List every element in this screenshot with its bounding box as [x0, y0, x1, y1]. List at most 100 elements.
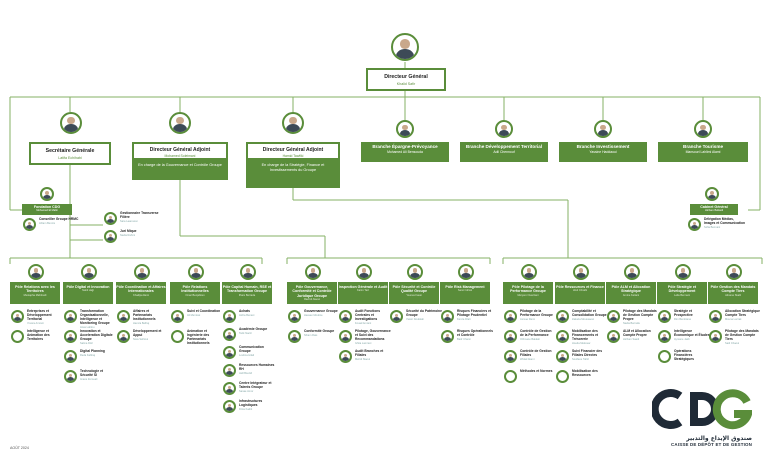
pole-avatar: [675, 264, 691, 280]
pole-avatar: [726, 264, 742, 280]
person-avatar: [288, 310, 301, 323]
cabinet-avatar: [705, 187, 719, 201]
pole-avatar: [305, 264, 321, 280]
sub-item-name: Zakaria Moussaoui: [572, 317, 594, 321]
pole-title: Pôle Relations avec les Territoires: [15, 285, 55, 294]
sub-item-name: Jalil Bouzid: [239, 371, 253, 375]
sub-item-title: Mobilisation des Financements et Trésore…: [572, 329, 599, 341]
sub-item-name: Othmane Bakkali: [520, 337, 540, 341]
sub-item-title: Centre Intégrateur et Talents Groupe: [239, 381, 272, 389]
pole-box[interactable]: Pôle Coordination et Affaires Internatio…: [116, 282, 166, 304]
pole-box[interactable]: Pôle Sécurité et Contrôle Qualité Groupe…: [389, 282, 439, 304]
person-avatar: [709, 310, 722, 323]
cabinet-box[interactable]: Cabinet Général Hicham Belkadi: [690, 204, 738, 215]
person-avatar: [390, 310, 403, 323]
sub-item-title: Pilotage des Mandats de Gestion Compte P…: [623, 309, 657, 321]
sub-item-name: Tarik Naciri: [239, 331, 252, 335]
pole-title: Pôle Sécurité et Contrôle Qualité Groupe: [392, 285, 436, 294]
person-avatar: [504, 310, 517, 323]
person-title: Juri Mique: [120, 229, 137, 233]
sub-item-name: Reda Kabbaj: [80, 353, 95, 357]
sub-item-title: Pilotage, Gouvernance et Suivi des Recom…: [355, 329, 391, 341]
person-avatar: [339, 310, 352, 323]
sub-item-title: Suivi et Coordination: [187, 309, 221, 313]
empty-avatar-icon: [504, 370, 517, 383]
dga1-box[interactable]: Directeur Général Adjoint Mohamed Soleim…: [132, 142, 228, 160]
branch-epargne[interactable]: Branche Épargne-Prévoyance Mohamed Ali B…: [361, 142, 449, 162]
empty-avatar-icon: [556, 370, 569, 383]
person-avatar: [223, 400, 236, 413]
person-avatar: [556, 330, 569, 343]
dga2-scope: En charge de la Stratégie, Finance et In…: [246, 160, 340, 188]
pole-avatar: [28, 264, 44, 280]
sub-item-name: Kenza Filali: [457, 317, 471, 321]
dga1-name: Mohamed Soleimani: [164, 154, 196, 158]
person-avatar: [223, 346, 236, 359]
person-avatar: [556, 310, 569, 323]
pole-title: Pôle Pilotage de la Performance Groupe: [510, 285, 546, 294]
person-avatar: [504, 330, 517, 343]
ceo-box[interactable]: Directeur Général Khalid Safir: [366, 68, 446, 91]
sub-item-name: Mehdi Slaoui: [355, 357, 370, 361]
person-name: Nadia Rahmi: [120, 233, 135, 237]
sub-item-name: Yousra Amrani: [27, 321, 44, 325]
sub-item-title: Risques Financiers et Pilotage Prudentie…: [457, 309, 492, 317]
pole-name: Omar Benjelloun: [185, 293, 205, 297]
person-avatar: [23, 218, 36, 231]
sub-item-name: Houda Mekouar: [572, 341, 591, 345]
sub-item-title: Innovation et Acceleration Digitale Grou…: [80, 329, 113, 341]
pole-box[interactable]: Pôle Capital Humain, RSE et Transformati…: [222, 282, 272, 304]
sub-item-title: Intelligence et Animation des Territoire…: [27, 329, 50, 341]
person-avatar: [104, 212, 117, 225]
pole-name: Mustapha Mahfoudi: [23, 293, 47, 297]
branch-developpement[interactable]: Branche Développement Territorial Adil C…: [460, 142, 548, 162]
person-avatar: [117, 330, 130, 343]
pole-title: Pôle ALM et Allocation Stratégique: [611, 285, 651, 294]
branch-investissement[interactable]: Branche Investissement Yassine Haddaoui: [559, 142, 647, 162]
sub-item-title: Sécurité du Patrimoine Groupe: [406, 309, 442, 317]
sub-item-title: Technologie et Sécurité SI: [80, 369, 104, 377]
dga2-box[interactable]: Directeur Général Adjoint Hamid Tawfiki: [246, 142, 340, 160]
person-avatar: [658, 310, 671, 323]
sub-item-title: Intelligence Économique et Études: [674, 329, 710, 337]
branch-name: Mohamed Ali Bensouda: [387, 150, 423, 154]
person-avatar: [11, 310, 24, 323]
sg-title: Secrétaire Générale: [45, 148, 95, 154]
branch-tourisme[interactable]: Branche Tourisme Mansouri Lahlimi Alami: [658, 142, 748, 162]
sub-item-title: Stratégie et Prospective: [674, 309, 693, 317]
sg-box[interactable]: Secrétaire Générale Latifa Echihabi: [29, 142, 111, 165]
sub-item-title: Pilotage de la Performance Groupe: [520, 309, 553, 317]
pole-name: Ilham Berrada: [238, 293, 256, 297]
person-avatar: [556, 350, 569, 363]
person-avatar: [64, 310, 77, 323]
pole-title: Pôle Ressources et Finance: [556, 285, 604, 289]
sub-item-name: Fouad Amrani: [355, 321, 372, 325]
pole-name: Hind Chraibi: [572, 289, 588, 293]
cabinet-name: Hicham Belkadi: [704, 209, 724, 213]
pole-title: Pôle Capital Humain, RSE et Transformati…: [222, 285, 272, 294]
sub-item-name: Rim Benkirane: [674, 317, 692, 321]
fondation-box[interactable]: Fondation CDG Mohamed El Malki: [22, 204, 72, 215]
sub-item-name: Aicha Benani: [239, 313, 255, 317]
person-avatar: [64, 350, 77, 363]
pole-box[interactable]: Pôle Gouvernance, Conformité et Contrôle…: [287, 282, 337, 304]
branch-title: Branche Épargne-Prévoyance: [372, 144, 438, 149]
sub-item-title: ALM et Allocation Compte Propre: [623, 329, 651, 337]
sub-item-name: Nadia Berrada: [623, 321, 640, 325]
branch-title: Branche Tourisme: [683, 144, 723, 149]
logo-arabic: صندوق الإيداع والتدبير: [686, 435, 752, 442]
sub-item-name: Yassir Doukkali: [406, 317, 424, 321]
sg-name: Latifa Echihabi: [58, 156, 82, 160]
pole-avatar: [188, 264, 204, 280]
branch-title: Branche Développement Territorial: [465, 144, 543, 149]
